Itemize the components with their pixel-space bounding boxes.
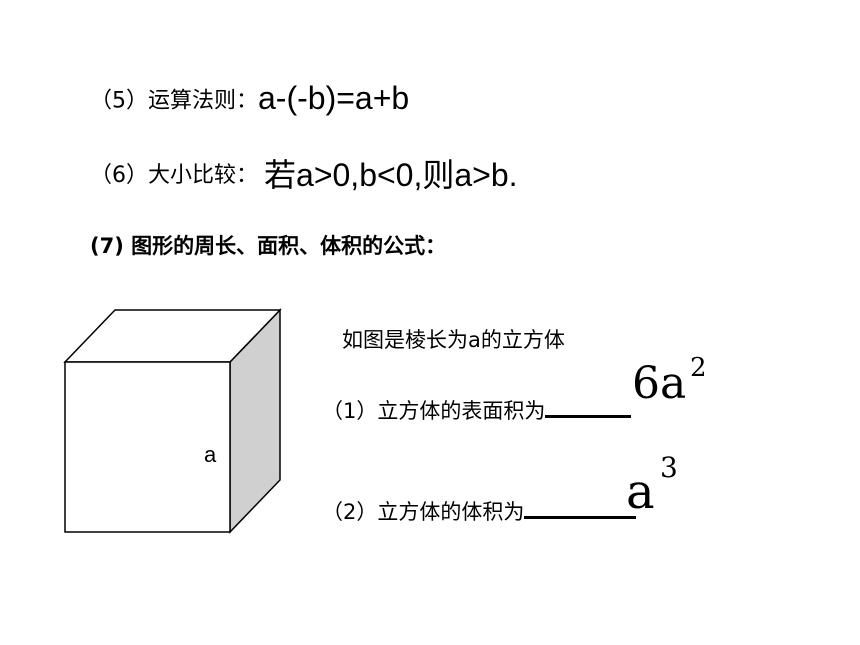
- rule-line-5: （5）运算法则：a-(-b)=a+b: [90, 80, 409, 124]
- rule-6-if: 若: [264, 156, 297, 194]
- problem-intro-text: 如图是棱长为a的立方体: [342, 328, 565, 352]
- question-1-answer-exponent: 2: [690, 353, 707, 383]
- question-1-label: （1）立方体的表面积为: [322, 399, 546, 423]
- rule-line-6: （6）大小比较：若a>0,b<0,则a>b.: [90, 150, 518, 198]
- rule-line-7-heading: (7) 图形的周长、面积、体积的公式：: [90, 234, 447, 258]
- cube-edge-label: a: [204, 442, 217, 467]
- question-2-answer-exponent: 3: [660, 451, 678, 484]
- question-1: （1）立方体的表面积为: [322, 395, 632, 425]
- rule-5-formula: a-(-b)=a+b: [258, 80, 410, 116]
- question-2-answer-blank: [524, 516, 637, 519]
- cube-diagram: a: [63, 308, 282, 534]
- question-1-answer-blank: [545, 415, 632, 418]
- rule-6-result: a>b.: [454, 157, 518, 193]
- problem-intro: 如图是棱长为a的立方体: [342, 324, 565, 354]
- rule-6-then: 则: [422, 156, 455, 194]
- question-2-label: （2）立方体的体积为: [322, 500, 525, 524]
- question-2: （2）立方体的体积为: [322, 496, 637, 526]
- question-1-answer: 6a: [632, 358, 687, 409]
- rule-6-condition: a>0,b<0,: [296, 157, 423, 193]
- rule-6-formula: 若a>0,b<0,则a>b.: [264, 156, 518, 194]
- cube-front-face: [64, 361, 231, 533]
- rule-5-prefix: （5）运算法则：: [90, 88, 258, 114]
- question-2-answer: a: [626, 464, 655, 520]
- rule-6-prefix: （6）大小比较：: [90, 163, 258, 188]
